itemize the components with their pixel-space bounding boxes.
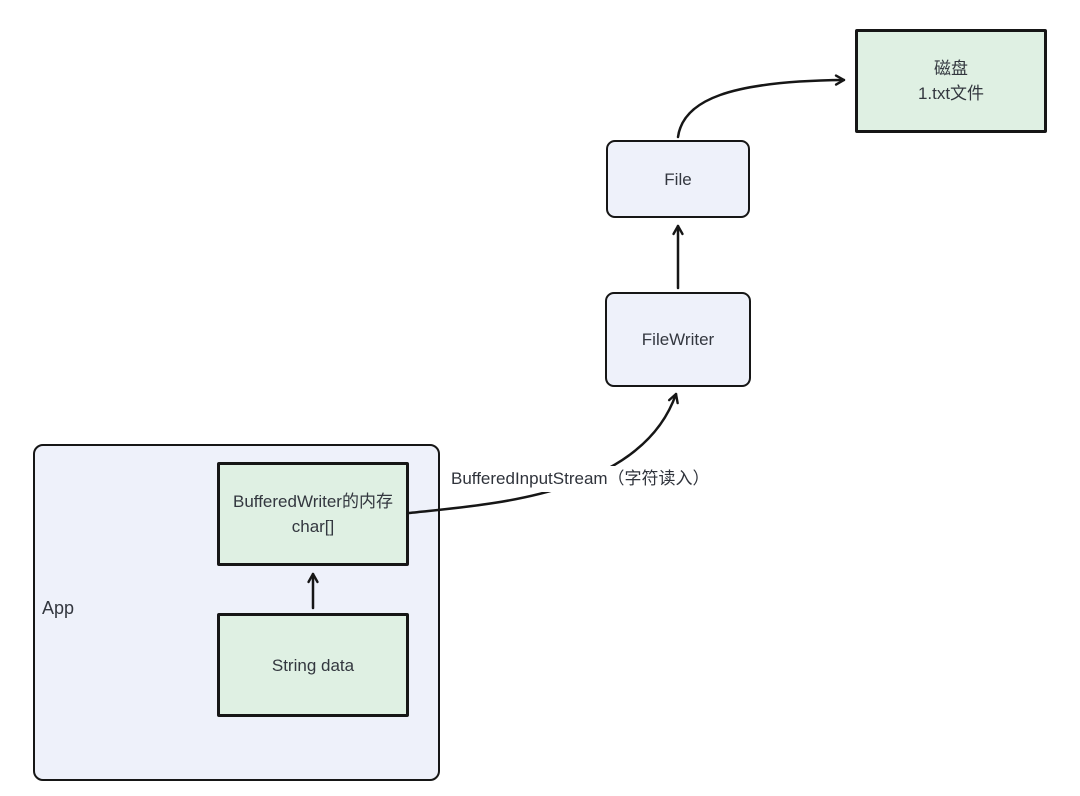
buffered-stream-edge-label: BufferedInputStream（字符读入）: [447, 466, 714, 492]
bufferedwriter-memory-line2: char[]: [291, 517, 335, 536]
app-container-label: App: [42, 598, 75, 618]
filewriter-node-label: FileWriter: [641, 330, 715, 349]
disk-node: 磁盘 1.txt文件: [855, 29, 1047, 133]
disk-node-line2: 1.txt文件: [917, 84, 985, 103]
stringdata-node-label: String data: [271, 655, 355, 675]
file-node-label: File: [664, 169, 692, 189]
stringdata-node: String data: [217, 613, 409, 717]
disk-node-line1: 磁盘: [934, 59, 968, 78]
arrow-bufferedwriter-to-filewriter: [407, 392, 679, 515]
file-node: File: [606, 140, 750, 218]
filewriter-node: FileWriter: [605, 292, 751, 387]
arrow-file-to-disk: [676, 74, 846, 139]
bufferedwriter-memory-line1: BufferedWriter的内存: [233, 492, 393, 511]
bufferedwriter-memory-node: BufferedWriter的内存 char[]: [217, 462, 409, 566]
